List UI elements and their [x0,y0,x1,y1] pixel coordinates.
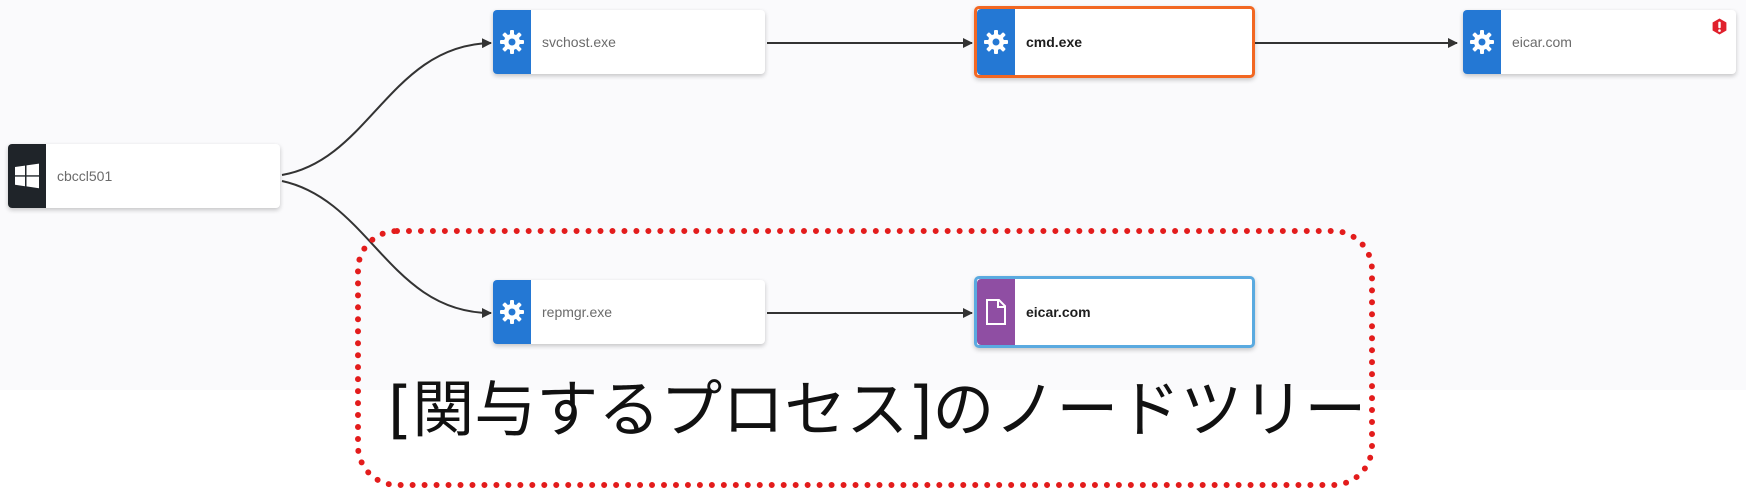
node-process-svchost[interactable]: svchost.exe [493,10,765,74]
node-label: cbccl501 [57,168,113,184]
node-label: svchost.exe [542,34,616,50]
annotation-caption: [関与するプロセス]のノードツリー [388,373,1367,446]
gear-icon [493,10,531,74]
node-label: eicar.com [1512,34,1572,50]
node-file-eicar[interactable]: eicar.com [974,276,1255,348]
node-process-cmd[interactable]: cmd.exe [974,6,1255,78]
node-host-cbccl501[interactable]: cbccl501 [8,144,280,208]
file-icon [977,279,1015,345]
node-process-eicar[interactable]: eicar.com [1463,10,1736,74]
highlight-dotted-frame [355,228,1375,488]
node-label: cmd.exe [1026,34,1083,50]
gear-icon [493,280,531,344]
node-label: repmgr.exe [542,304,613,320]
gear-icon [977,9,1015,75]
gear-icon [1463,10,1501,74]
node-label: eicar.com [1026,304,1091,320]
alert-icon[interactable] [1711,18,1728,35]
windows-logo-icon [8,144,46,208]
node-process-repmgr[interactable]: repmgr.exe [493,280,765,344]
